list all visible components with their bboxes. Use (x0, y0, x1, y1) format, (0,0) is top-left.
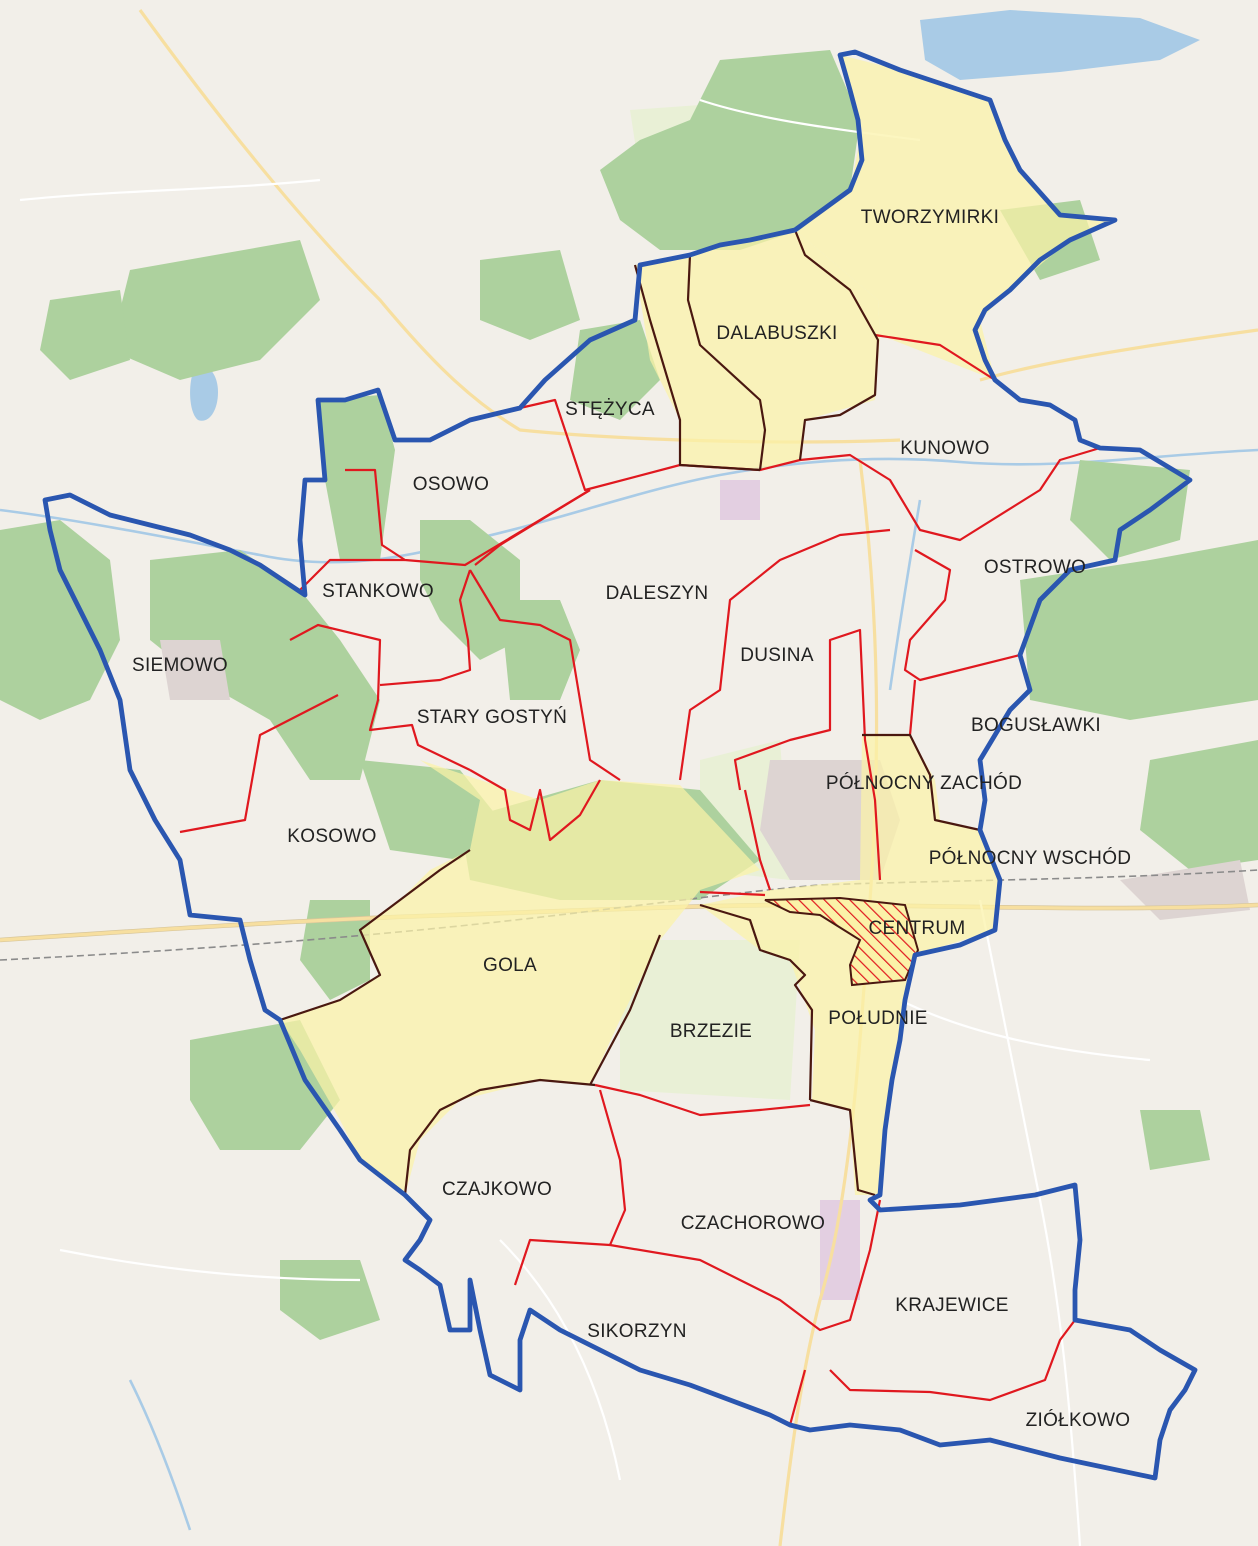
label-czachorowo[interactable]: CZACHOROWO (681, 1213, 825, 1234)
label-brzezie[interactable]: BRZEZIE (670, 1021, 752, 1042)
label-stezyca[interactable]: STĘŻYCA (565, 399, 655, 420)
village-siemowo (160, 640, 230, 700)
label-krajewice[interactable]: KRAJEWICE (895, 1295, 1009, 1316)
municipality-border (42, 49, 1198, 1481)
ward-borders-red (179, 333, 1101, 1426)
label-boguslawki[interactable]: BOGUSŁAWKI (971, 715, 1101, 736)
river-branch (888, 499, 922, 691)
label-tworzymirki[interactable]: TWORZYMIRKI (861, 207, 999, 228)
label-stankowo[interactable]: STANKOWO (322, 581, 434, 602)
lake-west (190, 365, 218, 421)
label-polnocny-zachod[interactable]: PÓŁNOCNY ZACHÓD (826, 772, 1022, 794)
centrum-hatched-area (764, 896, 920, 987)
ward-fill-gola (280, 760, 760, 1195)
label-ziolkowo[interactable]: ZIÓŁKOWO (1026, 1409, 1131, 1431)
label-ostrowo[interactable]: OSTROWO (984, 557, 1086, 578)
label-poludnie[interactable]: POŁUDNIE (828, 1008, 928, 1029)
label-polnocny-wschod[interactable]: PÓŁNOCNY WSCHÓD (929, 847, 1132, 869)
river-south (128, 1379, 192, 1531)
label-kunowo[interactable]: KUNOWO (900, 438, 989, 459)
label-dusina[interactable]: DUSINA (740, 645, 814, 666)
lake-north (920, 10, 1200, 80)
road-434-north (979, 328, 1258, 382)
label-kosowo[interactable]: KOSOWO (287, 826, 376, 847)
label-gola[interactable]: GOLA (483, 955, 537, 976)
label-osowo[interactable]: OSOWO (413, 474, 489, 495)
label-siemowo[interactable]: SIEMOWO (132, 655, 228, 676)
region-labels: TWORZYMIRKI DALABUSZKI STĘŻYCA KUNOWO OS… (132, 207, 1131, 1431)
ward-fill-dalabuszki (635, 230, 880, 470)
label-dalabuszki[interactable]: DALABUSZKI (716, 323, 837, 344)
label-centrum[interactable]: CENTRUM (868, 918, 965, 939)
ward-borders-brown (279, 229, 981, 1197)
industrial-north (720, 480, 760, 520)
label-daleszyn[interactable]: DALESZYN (606, 583, 709, 604)
ward-fill-tworzymirki (795, 55, 1115, 380)
label-czajkowo[interactable]: CZAJKOWO (442, 1179, 552, 1200)
label-stary-gostyn[interactable]: STARY GOSTYŃ (417, 707, 567, 728)
water-layer (0, 10, 1258, 1531)
industrial-south (820, 1200, 860, 1300)
label-sikorzyn[interactable]: SIKORZYN (587, 1321, 687, 1342)
